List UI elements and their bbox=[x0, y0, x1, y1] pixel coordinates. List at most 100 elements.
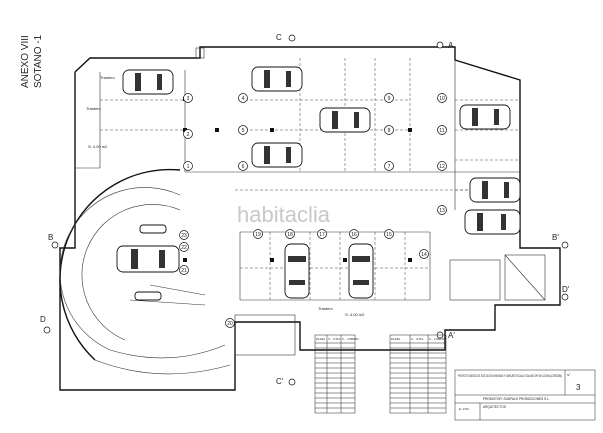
space-number-circle bbox=[437, 161, 447, 171]
sheet-label: Nº bbox=[567, 373, 571, 377]
space-number: 1 bbox=[187, 164, 190, 170]
car bbox=[122, 69, 174, 95]
space-number: 15 bbox=[386, 232, 392, 238]
space-number-circle bbox=[253, 229, 263, 239]
space-number: 14 bbox=[421, 252, 427, 258]
space-number: 19 bbox=[255, 232, 261, 238]
section-label: B bbox=[48, 233, 53, 242]
section-label: C' bbox=[276, 377, 284, 386]
space-number-circle bbox=[437, 93, 447, 103]
outer-walls bbox=[59, 46, 561, 391]
section-mark-b: B bbox=[48, 233, 59, 249]
section-mark-a: A bbox=[436, 41, 454, 50]
space-number: 8 bbox=[388, 128, 391, 134]
section-label: A bbox=[448, 41, 454, 50]
watermark: habitaclia bbox=[237, 202, 331, 227]
space-number-circle bbox=[238, 125, 248, 135]
area-table-left: PLAZA S. UTIL S. CONSTR. bbox=[314, 334, 360, 414]
space-number: 16 bbox=[351, 232, 357, 238]
room-label: Trastero bbox=[318, 306, 334, 311]
table-header: PLAZA bbox=[316, 337, 325, 341]
space-number-circle bbox=[179, 265, 189, 275]
space-number: 10 bbox=[439, 96, 445, 102]
motorbike bbox=[134, 291, 162, 301]
car bbox=[319, 107, 371, 133]
storage-room-labels: Trastero Trastero Trastero S: 4.00 m2 S:… bbox=[86, 75, 365, 317]
space-number-circle bbox=[317, 229, 327, 239]
car bbox=[251, 142, 303, 168]
space-number-circle bbox=[384, 229, 394, 239]
table-header: S. UTIL bbox=[411, 337, 424, 341]
space-number: 12 bbox=[439, 164, 445, 170]
section-mark-d-prime: D' bbox=[561, 285, 570, 301]
room-label: Trastero bbox=[86, 106, 102, 111]
title-block: PROYECTO BASICO DE EJECUCION VIVIENDAS Y… bbox=[454, 369, 596, 421]
section-label: D' bbox=[562, 285, 570, 294]
section-mark-d: D bbox=[40, 315, 51, 334]
room-label: Trastero bbox=[100, 75, 116, 80]
motorbike bbox=[139, 224, 167, 234]
car bbox=[348, 243, 374, 299]
architect: ARQUITECTOS bbox=[483, 405, 506, 409]
spiral-ramp bbox=[59, 168, 231, 375]
space-number-circle bbox=[179, 242, 189, 252]
space-number-circle bbox=[238, 161, 248, 171]
sheet-title: ANEXO VIII SOTANO -1 bbox=[20, 34, 44, 88]
table-header: PLAZA bbox=[391, 337, 400, 341]
space-number: 20 bbox=[227, 321, 233, 327]
space-number-circle bbox=[437, 125, 447, 135]
space-number-circle bbox=[179, 230, 189, 240]
space-number: 9 bbox=[388, 96, 391, 102]
parked-cars bbox=[116, 66, 521, 301]
car bbox=[116, 245, 180, 273]
table-header: S. UTIL bbox=[328, 337, 341, 341]
space-number-circle bbox=[285, 229, 295, 239]
section-label: B' bbox=[552, 233, 559, 242]
area-table-right: PLAZA S. UTIL S. CONSTR. bbox=[389, 334, 447, 414]
promoter: PROMOTOR: SUDPALE PROMOCIONES S.L. bbox=[483, 397, 550, 401]
project-title: PROYECTO BASICO DE EJECUCION VIVIENDAS Y… bbox=[458, 374, 562, 378]
space-number-circle bbox=[183, 93, 193, 103]
car bbox=[459, 104, 511, 130]
space-number: 11 bbox=[439, 128, 444, 134]
area-label: S: 4.00 m2 bbox=[88, 144, 108, 149]
space-number-circle bbox=[183, 129, 193, 139]
space-number: 17 bbox=[319, 232, 325, 238]
area-label: S: 4.00 m2 bbox=[345, 312, 365, 317]
scale: E: 1/50 bbox=[459, 407, 469, 411]
space-number: 23 bbox=[181, 233, 187, 239]
table-header: S. CONSTR. bbox=[342, 337, 360, 341]
space-number-circle bbox=[384, 161, 394, 171]
space-number: 2 bbox=[187, 132, 190, 138]
space-number-circle bbox=[384, 125, 394, 135]
space-number-circle bbox=[238, 93, 248, 103]
table-header: S. CONSTR. bbox=[429, 337, 447, 341]
space-number-circle bbox=[349, 229, 359, 239]
space-number-circle bbox=[419, 249, 429, 259]
section-mark-b-prime: B' bbox=[552, 233, 569, 249]
space-number: 21 bbox=[181, 268, 187, 274]
space-number-circle bbox=[384, 93, 394, 103]
section-mark-c-prime: C' bbox=[276, 377, 296, 386]
section-mark-c: C bbox=[276, 33, 296, 42]
sheet-number: 3 bbox=[576, 383, 581, 392]
car bbox=[251, 66, 303, 92]
section-label: A' bbox=[448, 331, 455, 340]
space-number: 22 bbox=[181, 245, 187, 251]
car bbox=[469, 177, 521, 203]
car bbox=[464, 209, 521, 235]
section-label: C bbox=[276, 33, 282, 42]
title-line-2: SOTANO -1 bbox=[33, 34, 44, 88]
car bbox=[284, 243, 310, 299]
space-number: 5 bbox=[242, 128, 245, 134]
space-number: 18 bbox=[287, 232, 293, 238]
space-number: 13 bbox=[439, 208, 445, 214]
space-number: 4 bbox=[242, 96, 245, 102]
section-label: D bbox=[40, 315, 46, 324]
space-number: 6 bbox=[242, 164, 245, 170]
space-number-circle bbox=[225, 318, 235, 328]
space-number-circle bbox=[437, 205, 447, 215]
space-number: 3 bbox=[187, 96, 190, 102]
